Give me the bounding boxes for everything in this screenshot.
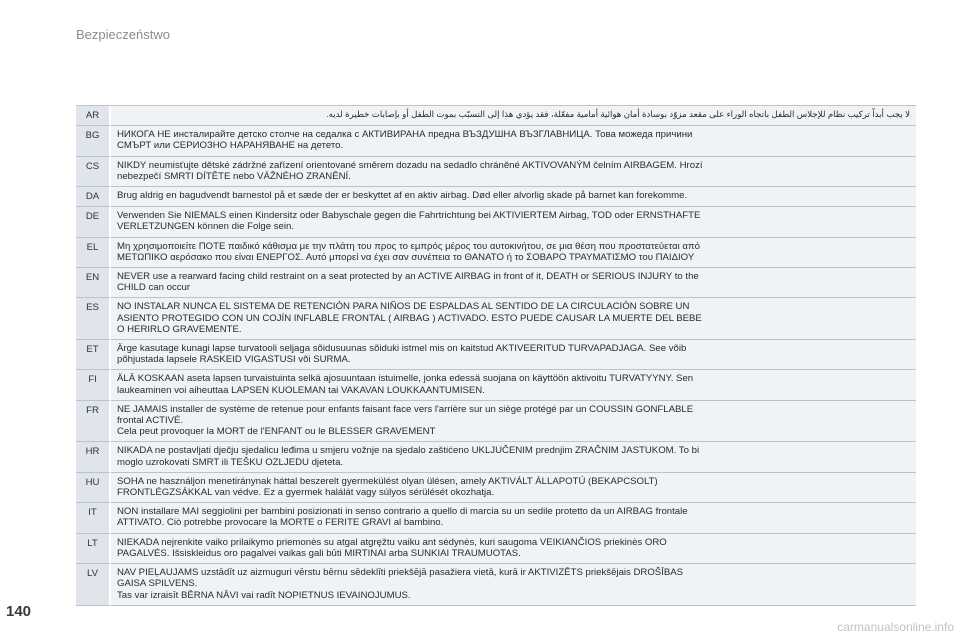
watermark: carmanualsonline.info	[837, 620, 954, 634]
language-code: HU	[76, 472, 111, 504]
warning-text: NON installare MAI seggiolini per bambin…	[111, 503, 916, 534]
warning-text: لا يجب أبداً تركيب نظام للإجلاس الطفل با…	[111, 106, 916, 127]
language-code: HR	[76, 442, 111, 473]
language-code: DA	[76, 187, 111, 208]
warning-text: SOHA ne használjon menetiránynak háttal …	[111, 472, 916, 504]
language-code: DE	[76, 207, 111, 238]
warning-text: Verwenden Sie NIEMALS einen Kindersitz o…	[111, 207, 916, 238]
language-code: AR	[76, 106, 111, 127]
warning-text: NEVER use a rearward facing child restra…	[111, 268, 916, 299]
warning-text: Brug aldrig en bagudvendt barnestol på e…	[111, 187, 916, 208]
section-title: Bezpieczeństwo	[76, 27, 170, 42]
warning-text: NIKDY neumisťujte dětské zádržné zařízen…	[111, 156, 916, 188]
warning-text: NIKADA ne postavljati dječju sjedalicu l…	[111, 442, 916, 473]
warning-text: Ärge kasutage kunagi lapse turvatooli se…	[111, 340, 916, 371]
language-code: BG	[76, 126, 111, 157]
warning-text: NO INSTALAR NUNCA EL SISTEMA DE RETENCIÓ…	[111, 298, 916, 341]
language-code: FI	[76, 370, 111, 401]
warning-text: Μη χρησιμοποιείτε ΠΟΤΕ παιδικό κάθισμα μ…	[111, 237, 916, 269]
language-code: EL	[76, 237, 111, 269]
language-code: IT	[76, 503, 111, 534]
language-code: ES	[76, 298, 111, 341]
warning-text: НИКОГА НЕ инсталирайте детско столче на …	[111, 126, 916, 157]
page-number: 140	[6, 603, 32, 620]
warning-text: NIEKADA neįrenkite vaiko prilaikymo prie…	[111, 533, 916, 565]
language-code: CS	[76, 156, 111, 188]
language-code: EN	[76, 268, 111, 299]
warning-text: NE JAMAIS installer de système de retenu…	[111, 400, 916, 443]
language-code: ET	[76, 340, 111, 371]
warning-text: ÄLÄ KOSKAAN aseta lapsen turvaistuinta s…	[111, 370, 916, 401]
language-code: LT	[76, 533, 111, 565]
language-code: FR	[76, 400, 111, 443]
language-code: LV	[76, 564, 111, 606]
warning-text: NAV PIEĻAUJAMS uzstādīt uz aizmuguri vēr…	[111, 564, 916, 606]
